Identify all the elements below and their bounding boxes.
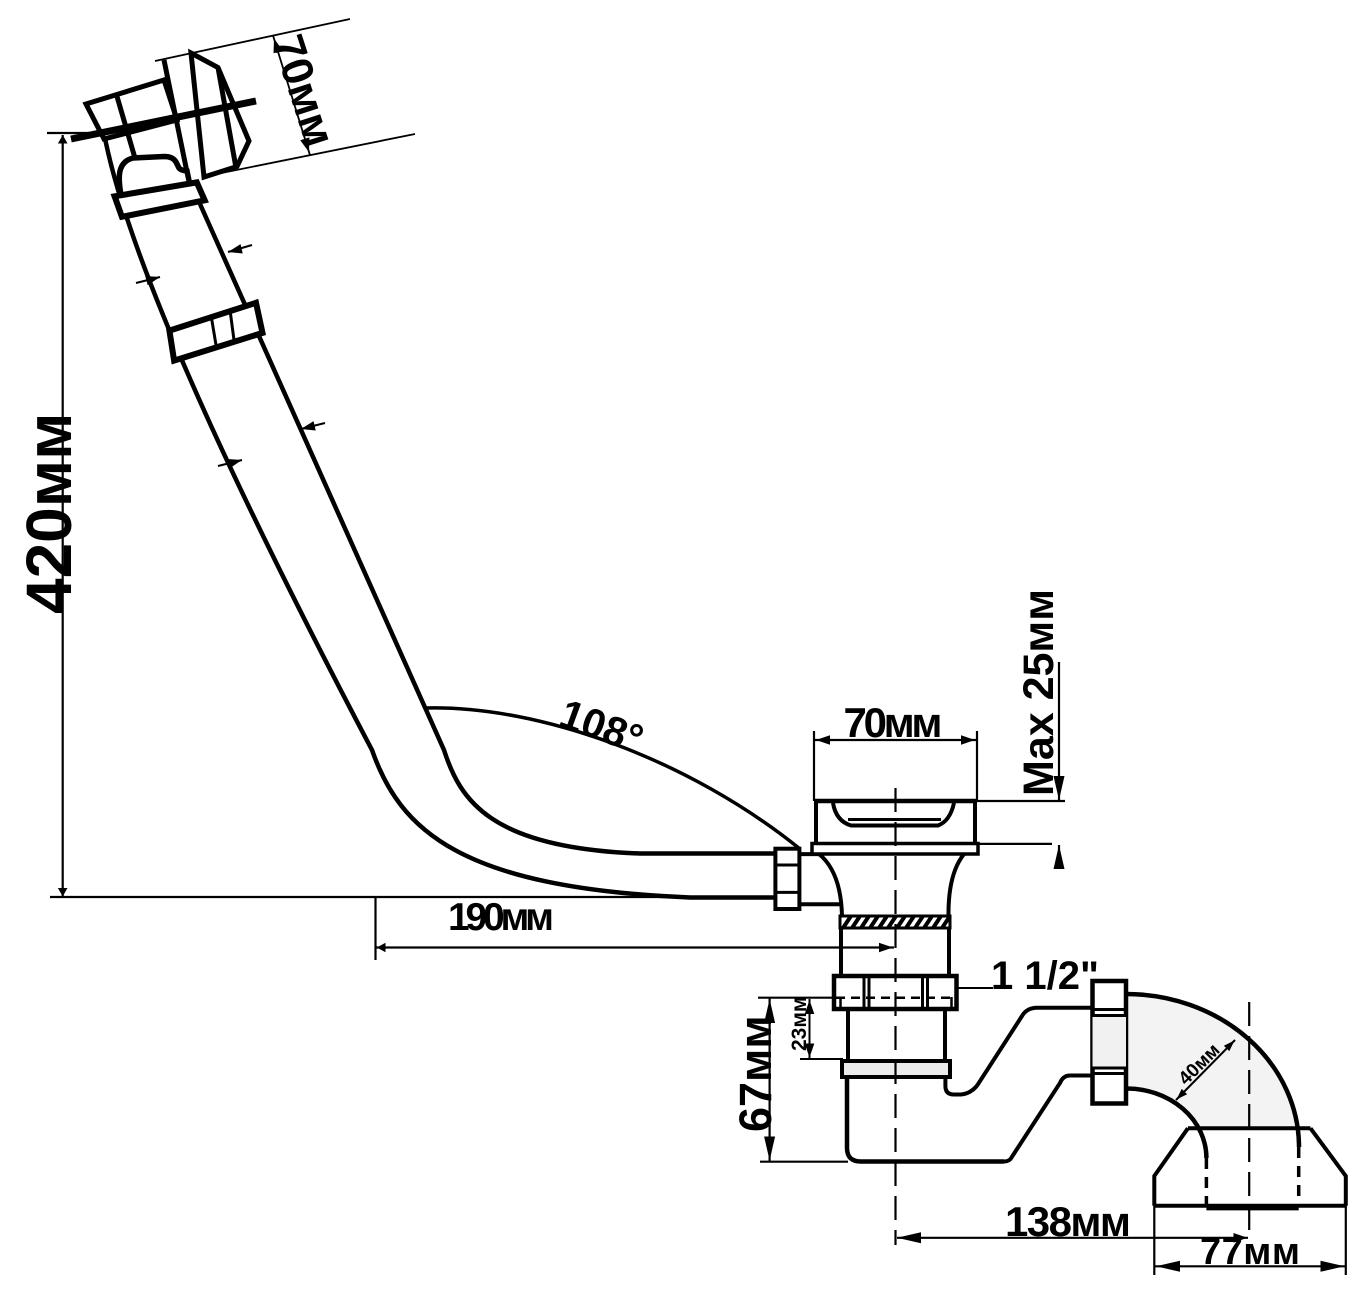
svg-text:420мм: 420мм: [13, 413, 85, 614]
svg-text:23мм: 23мм: [788, 997, 811, 1051]
svg-text:Max 25мм: Max 25мм: [1015, 589, 1063, 796]
svg-text:1 1/2": 1 1/2": [991, 954, 1099, 998]
svg-text:138мм: 138мм: [1005, 1198, 1131, 1245]
svg-text:77мм: 77мм: [1200, 1231, 1300, 1273]
svg-text:190мм: 190мм: [448, 896, 554, 939]
svg-text:70мм: 70мм: [844, 699, 943, 746]
svg-text:67мм: 67мм: [730, 1015, 781, 1132]
